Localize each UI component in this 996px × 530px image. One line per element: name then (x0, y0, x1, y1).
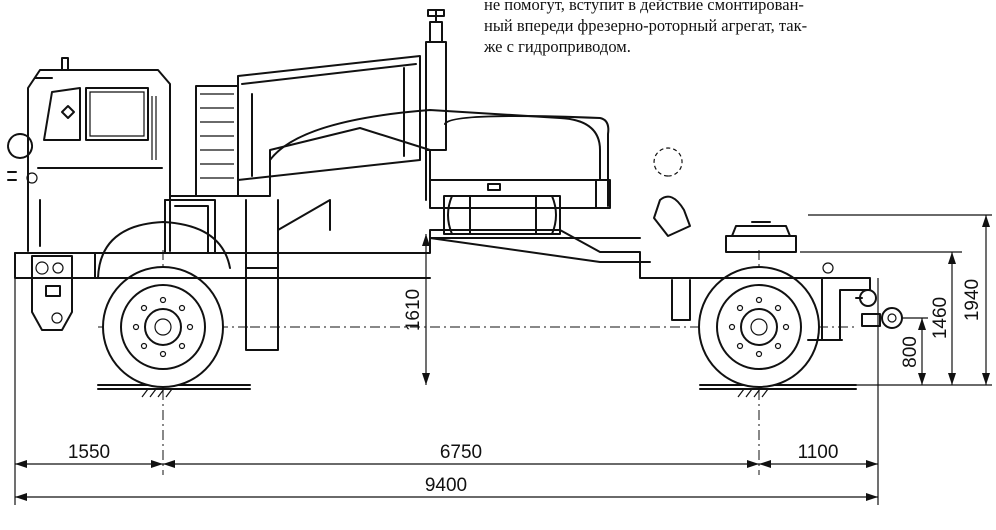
rear-wheel (698, 266, 820, 388)
dim-total-height: 1940 (962, 279, 983, 321)
caption-line-1: не помогут, вступит в действие смонтиров… (484, 0, 804, 14)
dim-frame-height: 1610 (403, 289, 424, 331)
dimension-lines (14, 214, 992, 505)
dim-deck-height: 1460 (930, 297, 951, 339)
dim-front-overhang: 1550 (68, 442, 110, 463)
caption-line-2: ный впереди фрезерно-роторный агрегат, т… (484, 16, 808, 35)
dim-hitch-height: 800 (900, 336, 921, 368)
dim-total-length: 9400 (425, 475, 467, 496)
dim-wheelbase: 6750 (440, 442, 482, 463)
ground-lines (97, 384, 857, 398)
caption-text: не помогут, вступит в действие смонтиров… (484, 0, 808, 57)
front-wheel (102, 266, 224, 388)
dim-rear-overhang: 1100 (798, 442, 839, 463)
vehicle-body (7, 9, 903, 351)
caption-line-3: же с гидроприводом. (484, 37, 631, 56)
